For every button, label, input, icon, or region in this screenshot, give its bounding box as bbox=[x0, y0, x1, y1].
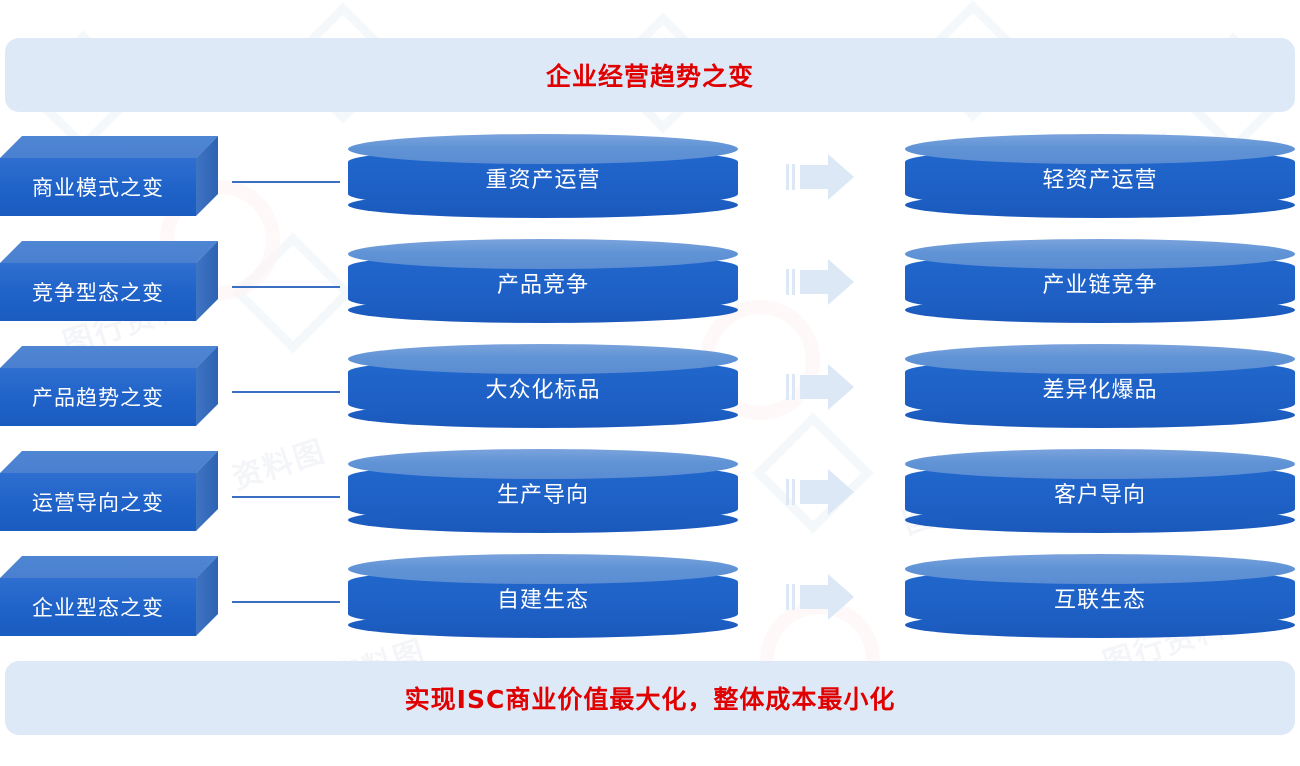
cylinder-top bbox=[905, 344, 1295, 374]
category-box[interactable]: 商业模式之变 bbox=[0, 136, 218, 216]
box-front-face: 运营导向之变 bbox=[0, 473, 196, 531]
to-label: 产业链竞争 bbox=[1042, 273, 1158, 298]
cylinder-top bbox=[348, 449, 738, 479]
from-label: 生产导向 bbox=[496, 483, 589, 508]
from-cylinder[interactable]: 自建生态 bbox=[348, 554, 738, 638]
from-cylinder[interactable]: 生产导向 bbox=[348, 449, 738, 533]
box-side-face bbox=[196, 451, 218, 531]
arrow-head bbox=[800, 259, 854, 305]
arrow-head bbox=[800, 469, 854, 515]
box-side-face bbox=[196, 241, 218, 321]
right-arrow-icon bbox=[786, 154, 854, 200]
arrow-stripe bbox=[792, 374, 795, 400]
to-cylinder[interactable]: 互联生态 bbox=[905, 554, 1295, 638]
box-side-face bbox=[196, 136, 218, 216]
connector-line bbox=[232, 601, 340, 603]
right-arrow-icon bbox=[786, 469, 854, 515]
connector-line bbox=[232, 391, 340, 393]
box-front-face: 商业模式之变 bbox=[0, 158, 196, 216]
box-top-face bbox=[0, 451, 218, 473]
category-label: 产品趋势之变 bbox=[32, 386, 164, 410]
to-label: 轻资产运营 bbox=[1042, 168, 1158, 193]
from-label: 自建生态 bbox=[496, 588, 589, 613]
connector-line bbox=[232, 181, 340, 183]
category-label: 竞争型态之变 bbox=[32, 281, 164, 305]
box-side-face bbox=[196, 556, 218, 636]
box-front-face: 竞争型态之变 bbox=[0, 263, 196, 321]
category-box[interactable]: 竞争型态之变 bbox=[0, 241, 218, 321]
from-label: 重资产运营 bbox=[485, 168, 601, 193]
box-front-face: 企业型态之变 bbox=[0, 578, 196, 636]
cylinder-top bbox=[905, 239, 1295, 269]
category-label: 商业模式之变 bbox=[32, 176, 164, 200]
cylinder-top bbox=[348, 344, 738, 374]
arrow-stripe bbox=[786, 164, 789, 190]
category-box[interactable]: 企业型态之变 bbox=[0, 556, 218, 636]
right-arrow-icon bbox=[786, 259, 854, 305]
arrow-stripe bbox=[786, 374, 789, 400]
cylinder-top bbox=[905, 449, 1295, 479]
box-top-face bbox=[0, 241, 218, 263]
to-label: 差异化爆品 bbox=[1042, 378, 1158, 403]
category-box[interactable]: 产品趋势之变 bbox=[0, 346, 218, 426]
arrow-head bbox=[800, 364, 854, 410]
to-label: 客户导向 bbox=[1053, 483, 1146, 508]
from-cylinder[interactable]: 产品竞争 bbox=[348, 239, 738, 323]
header-banner: 企业经营趋势之变 bbox=[5, 38, 1295, 112]
right-arrow-icon bbox=[786, 574, 854, 620]
connector-line bbox=[232, 286, 340, 288]
to-cylinder[interactable]: 产业链竞争 bbox=[905, 239, 1295, 323]
box-top-face bbox=[0, 346, 218, 368]
from-label: 产品竞争 bbox=[496, 273, 589, 298]
to-cylinder[interactable]: 轻资产运营 bbox=[905, 134, 1295, 218]
arrow-stripe bbox=[786, 584, 789, 610]
arrow-stripe bbox=[792, 479, 795, 505]
arrow-head bbox=[800, 574, 854, 620]
connector-line bbox=[232, 496, 340, 498]
cylinder-top bbox=[905, 554, 1295, 584]
arrow-head bbox=[800, 154, 854, 200]
diagram-row: 企业型态之变 自建生态 互联生态 bbox=[0, 550, 1300, 655]
from-cylinder[interactable]: 大众化标品 bbox=[348, 344, 738, 428]
to-label: 互联生态 bbox=[1053, 588, 1146, 613]
cylinder-top bbox=[348, 554, 738, 584]
category-label: 企业型态之变 bbox=[32, 596, 164, 620]
cylinder-top bbox=[348, 239, 738, 269]
cylinder-top bbox=[348, 134, 738, 164]
arrow-stripe bbox=[792, 584, 795, 610]
to-cylinder[interactable]: 客户导向 bbox=[905, 449, 1295, 533]
box-top-face bbox=[0, 136, 218, 158]
from-label: 大众化标品 bbox=[485, 378, 601, 403]
page-title: 企业经营趋势之变 bbox=[545, 62, 754, 91]
arrow-stripe bbox=[786, 269, 789, 295]
arrow-stripe bbox=[792, 164, 795, 190]
to-cylinder[interactable]: 差异化爆品 bbox=[905, 344, 1295, 428]
box-front-face: 产品趋势之变 bbox=[0, 368, 196, 426]
category-label: 运营导向之变 bbox=[32, 491, 164, 515]
right-arrow-icon bbox=[786, 364, 854, 410]
from-cylinder[interactable]: 重资产运营 bbox=[348, 134, 738, 218]
cylinder-top bbox=[905, 134, 1295, 164]
box-side-face bbox=[196, 346, 218, 426]
diagram-row: 产品趋势之变 大众化标品 差异化爆品 bbox=[0, 340, 1300, 445]
diagram-row: 运营导向之变 生产导向 客户导向 bbox=[0, 445, 1300, 550]
footer-title: 实现ISC商业价值最大化，整体成本最小化 bbox=[404, 685, 896, 714]
footer-banner: 实现ISC商业价值最大化，整体成本最小化 bbox=[5, 661, 1295, 735]
box-top-face bbox=[0, 556, 218, 578]
category-box[interactable]: 运营导向之变 bbox=[0, 451, 218, 531]
diagram-row: 竞争型态之变 产品竞争 产业链竞争 bbox=[0, 235, 1300, 340]
diagram-row: 商业模式之变 重资产运营 轻资产运营 bbox=[0, 130, 1300, 235]
arrow-stripe bbox=[786, 479, 789, 505]
arrow-stripe bbox=[792, 269, 795, 295]
